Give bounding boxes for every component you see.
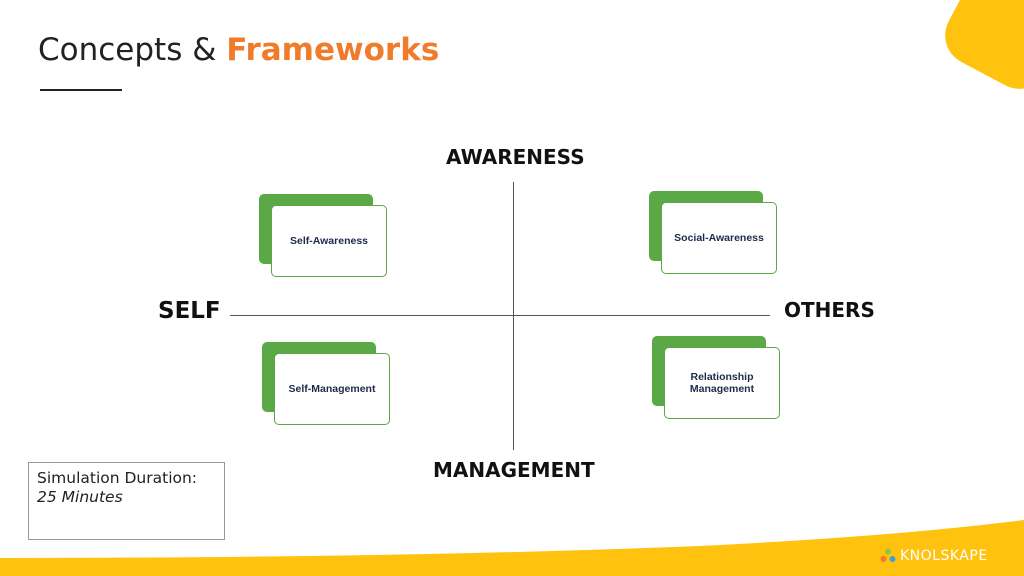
axis-label-awareness: AWARENESS xyxy=(446,145,585,169)
card-label: Self-Management xyxy=(274,353,390,425)
axis-label-management: MANAGEMENT xyxy=(433,458,595,482)
page-title: Concepts & Frameworks xyxy=(38,32,439,68)
simulation-duration-box: Simulation Duration: 25 Minutes xyxy=(28,462,225,540)
card-label: Social-Awareness xyxy=(661,202,777,274)
duration-label: Simulation Duration: xyxy=(37,469,198,487)
corner-decoration xyxy=(934,0,1024,100)
title-underline xyxy=(40,89,122,91)
title-plain: Concepts & xyxy=(38,32,227,68)
quadrant-card-relationship-management: Relationship Management xyxy=(652,336,780,419)
horizontal-axis xyxy=(230,315,770,316)
axis-label-self: SELF xyxy=(158,298,221,324)
quadrant-card-self-management: Self-Management xyxy=(262,342,390,425)
knolskape-logo-icon xyxy=(880,548,896,562)
duration-value: 25 Minutes xyxy=(37,488,123,506)
bottom-wave-band xyxy=(0,520,1024,576)
axis-label-others: OTHERS xyxy=(784,298,875,322)
card-label: Self-Awareness xyxy=(271,205,387,277)
logo-text: KNOLSKAPE xyxy=(900,548,988,564)
card-label: Relationship Management xyxy=(664,347,780,419)
quadrant-card-self-awareness: Self-Awareness xyxy=(259,194,387,277)
title-accent: Frameworks xyxy=(226,32,440,68)
knolskape-logo: KNOLSKAPE xyxy=(880,548,988,564)
vertical-axis xyxy=(513,182,514,450)
quadrant-card-social-awareness: Social-Awareness xyxy=(649,191,777,274)
